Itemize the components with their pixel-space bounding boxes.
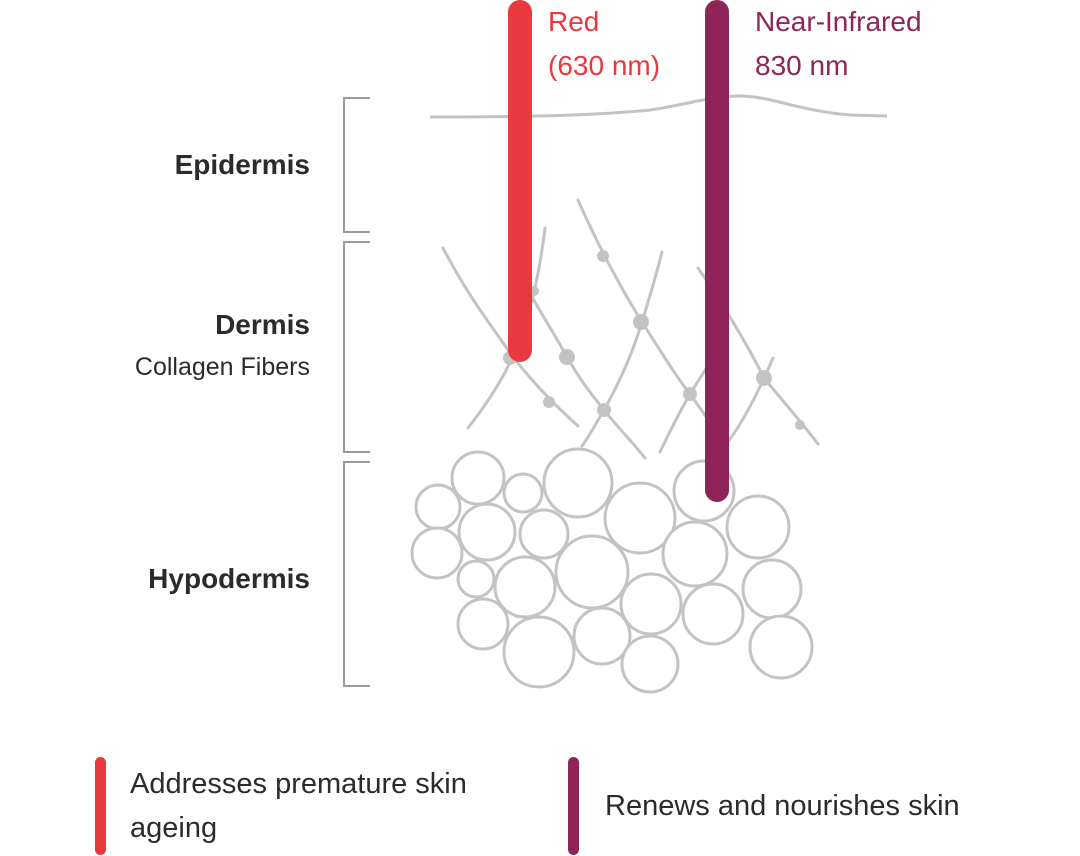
fat-cell bbox=[572, 606, 632, 666]
legend-nir-text: Renews and nourishes skin bbox=[605, 790, 960, 822]
fat-cells bbox=[410, 447, 814, 694]
fat-cell bbox=[502, 615, 576, 689]
legend-red-text: Addresses premature skin ageing bbox=[130, 768, 467, 844]
fat-cell bbox=[620, 634, 680, 694]
epidermis-name: Epidermis bbox=[174, 149, 310, 180]
dermis-name: Dermis bbox=[215, 309, 310, 340]
fat-cell bbox=[518, 508, 570, 560]
collagen-node bbox=[597, 403, 611, 417]
collagen-fibers bbox=[441, 198, 820, 460]
legend-nir-swatch bbox=[568, 757, 579, 855]
dermis-label: Dermis Collagen Fibers bbox=[135, 308, 310, 384]
fat-cell bbox=[741, 558, 803, 620]
fat-cell bbox=[502, 472, 544, 514]
epidermis-bracket bbox=[343, 97, 370, 233]
nir-beam-wavelength: 830 nm bbox=[755, 50, 849, 81]
fat-cell bbox=[661, 520, 729, 588]
red-beam-label: Red (630 nm) bbox=[548, 0, 660, 88]
nir-beam-name: Near-Infrared bbox=[755, 6, 922, 37]
fat-cell bbox=[456, 559, 496, 599]
dermis-bracket bbox=[343, 241, 370, 453]
collagen-node bbox=[633, 314, 649, 330]
fat-cell bbox=[414, 483, 462, 531]
fat-cell bbox=[450, 450, 506, 506]
collagen-node bbox=[756, 370, 772, 386]
fat-cell bbox=[603, 481, 677, 555]
collagen-node bbox=[795, 420, 805, 430]
skin-surface-line bbox=[429, 94, 888, 119]
collagen-node bbox=[597, 250, 609, 262]
red-beam-wavelength: (630 nm) bbox=[548, 50, 661, 81]
fat-cell bbox=[748, 614, 814, 680]
legend-red-swatch bbox=[95, 757, 106, 855]
fat-cell bbox=[542, 447, 614, 519]
fat-cell bbox=[619, 572, 683, 636]
fat-cell bbox=[554, 534, 630, 610]
hypodermis-bracket bbox=[343, 461, 370, 687]
fat-cell bbox=[725, 494, 791, 560]
fat-cell bbox=[457, 502, 517, 562]
collagen-fiber bbox=[466, 226, 547, 430]
epidermis-label: Epidermis bbox=[175, 148, 310, 182]
collagen-fiber bbox=[526, 288, 647, 460]
collagen-fiber bbox=[580, 250, 664, 448]
dermis-sublabel: Collagen Fibers bbox=[134, 353, 310, 381]
collagen-node bbox=[683, 387, 697, 401]
collagen-node bbox=[543, 396, 555, 408]
fat-cell bbox=[493, 555, 557, 619]
hypodermis-label: Hypodermis bbox=[148, 562, 310, 596]
collagen-node bbox=[559, 349, 575, 365]
collagen-nodes bbox=[503, 250, 805, 430]
fat-cell bbox=[410, 526, 464, 580]
nir-beam-label: Near-Infrared 830 nm bbox=[755, 0, 922, 88]
fat-cell bbox=[681, 582, 745, 646]
red-beam-name: Red bbox=[548, 6, 600, 37]
layer-brackets bbox=[343, 97, 370, 687]
fat-cell bbox=[456, 597, 510, 651]
hypodermis-name: Hypodermis bbox=[148, 563, 310, 594]
